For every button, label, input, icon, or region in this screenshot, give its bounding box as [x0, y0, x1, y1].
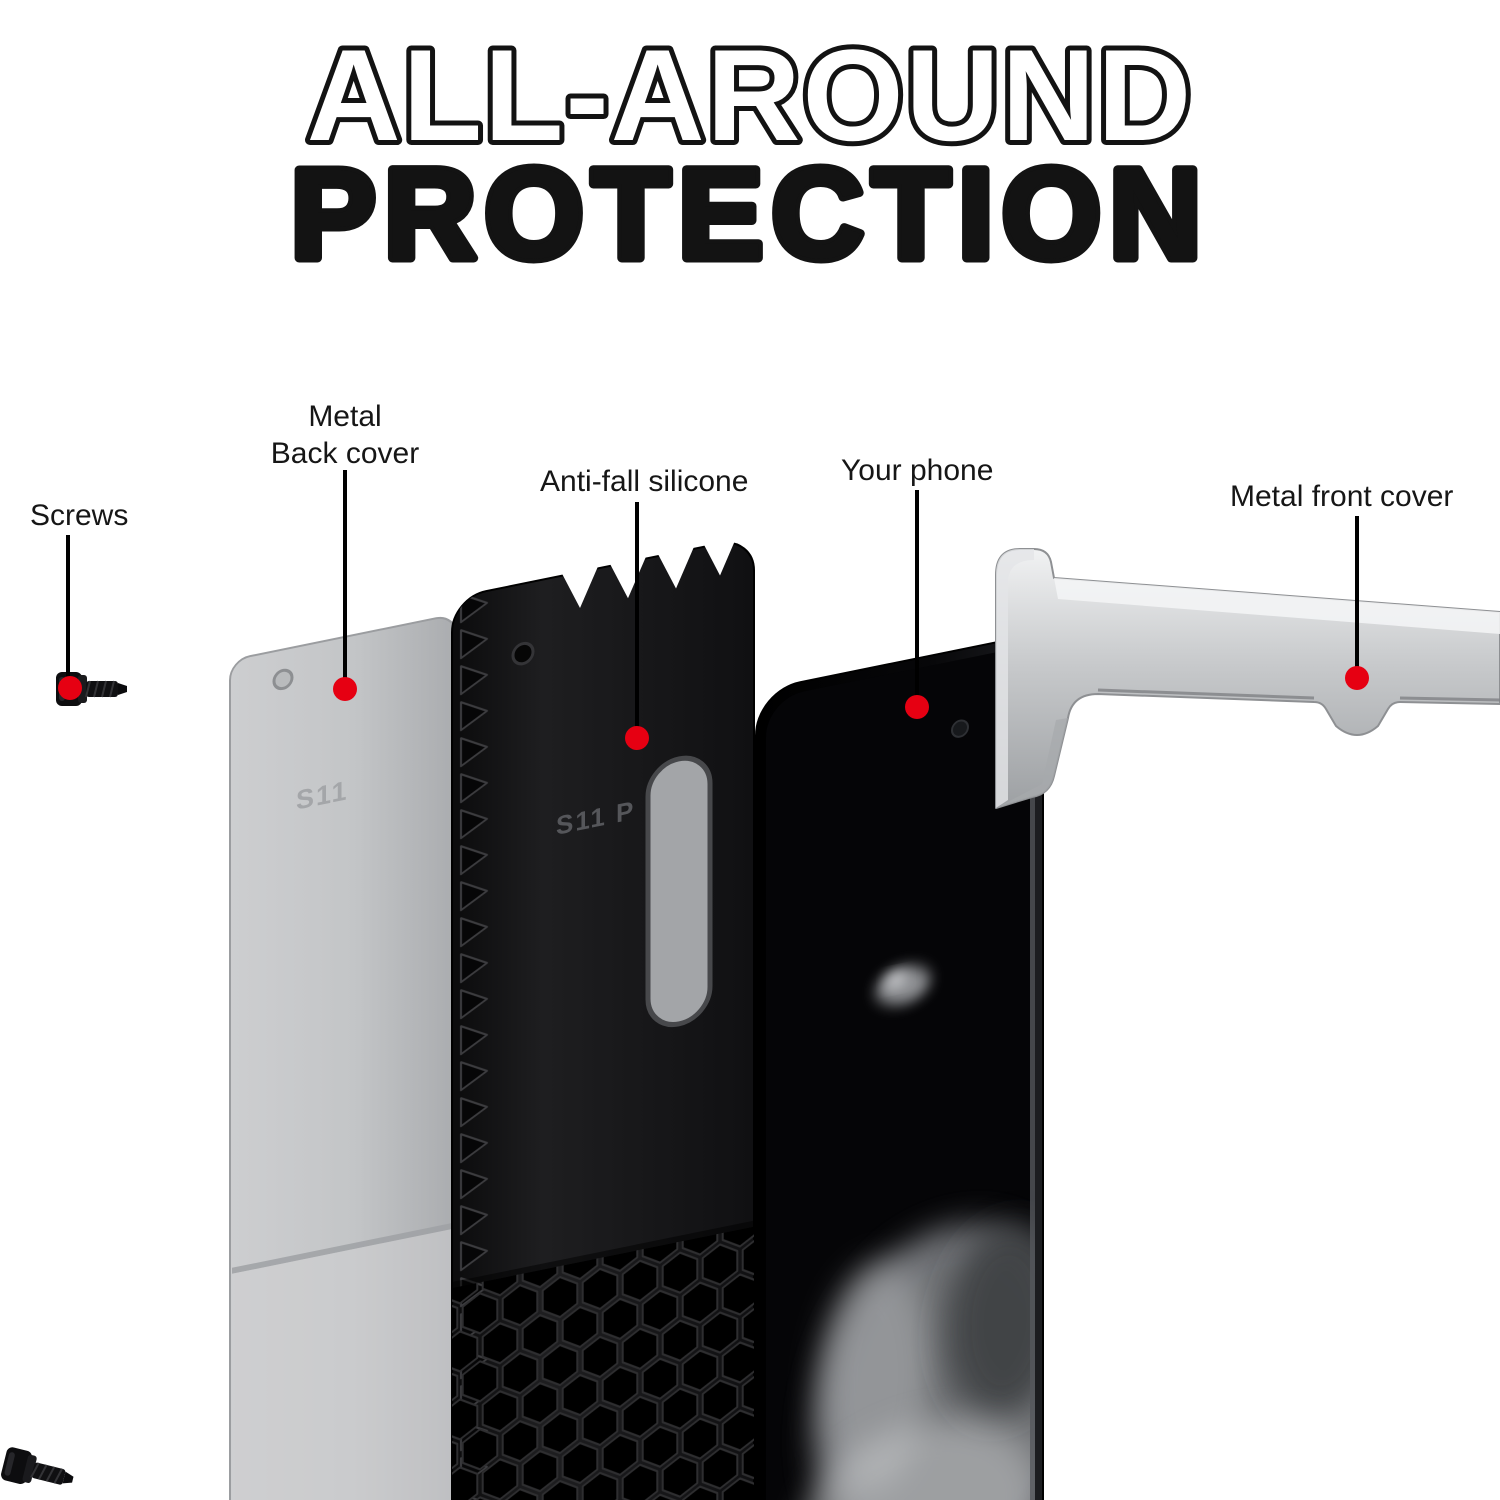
leader-line-screws — [66, 535, 70, 688]
callout-label-screws: Screws — [30, 499, 129, 532]
marker-dot-metal-front-cover — [1345, 666, 1369, 690]
callout-label-metal-back-cover: Metal Back cover — [270, 400, 420, 470]
frame-top-highlight — [1054, 578, 1500, 634]
leader-line-metal-front-cover — [1355, 516, 1359, 680]
phone-front-camera — [951, 719, 969, 738]
phone-illustration — [755, 639, 1044, 1500]
silicone-case-illustration: S11 P — [451, 538, 755, 1500]
callout-label-metal-front-cover: Metal front cover — [1230, 480, 1454, 513]
marker-dot-screws — [58, 676, 82, 700]
leader-line-your-phone — [915, 490, 919, 709]
leader-line-metal-back-cover — [343, 470, 347, 690]
title-line2: PROTECTION — [290, 143, 1209, 286]
marker-dot-anti-fall-silicone — [625, 726, 649, 750]
metal-front-cover-illustration — [995, 548, 1500, 809]
screw-bottom-illustration — [0, 1445, 78, 1498]
case-top-notch — [562, 566, 598, 608]
case-camera-cutout — [645, 755, 713, 1028]
metal-back-cover-illustration: S11 — [229, 616, 457, 1500]
marker-dot-your-phone — [905, 695, 929, 719]
frame-inner-edge-shadow — [1097, 688, 1500, 702]
back-cover-screw-hole — [272, 668, 294, 691]
kickstand-seam — [232, 1222, 454, 1274]
case-screw-hole — [511, 641, 535, 666]
case-top-notch — [658, 546, 694, 589]
screen-edge-glare — [1030, 644, 1035, 1500]
title-line1: ALL-AROUND — [307, 22, 1194, 168]
title-block: ALL-AROUND PROTECTION — [286, 17, 1209, 290]
callout-label-your-phone: Your phone — [841, 454, 994, 487]
case-top-notch — [704, 538, 736, 576]
wallpaper-metal-blob — [876, 965, 930, 1006]
marker-dot-metal-back-cover — [333, 677, 357, 701]
leader-line-anti-fall-silicone — [635, 502, 639, 740]
callout-label-anti-fall-silicone: Anti-fall silicone — [540, 465, 749, 498]
case-honeycomb-vents — [452, 1226, 754, 1500]
